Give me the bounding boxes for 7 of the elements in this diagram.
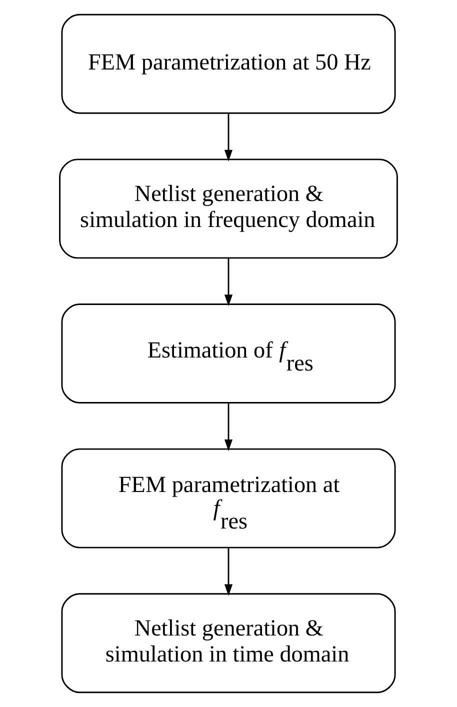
arrow [224,113,233,162]
arrow [224,548,233,596]
node-box: Netlist generation & simulation in time domain [61,593,396,694]
arrow [224,403,233,452]
arrow [224,258,233,306]
node-box: FEM parametrization at 50 Hz [61,14,396,114]
node-box: Netlist generation & simulation in frequency domain [59,158,398,259]
